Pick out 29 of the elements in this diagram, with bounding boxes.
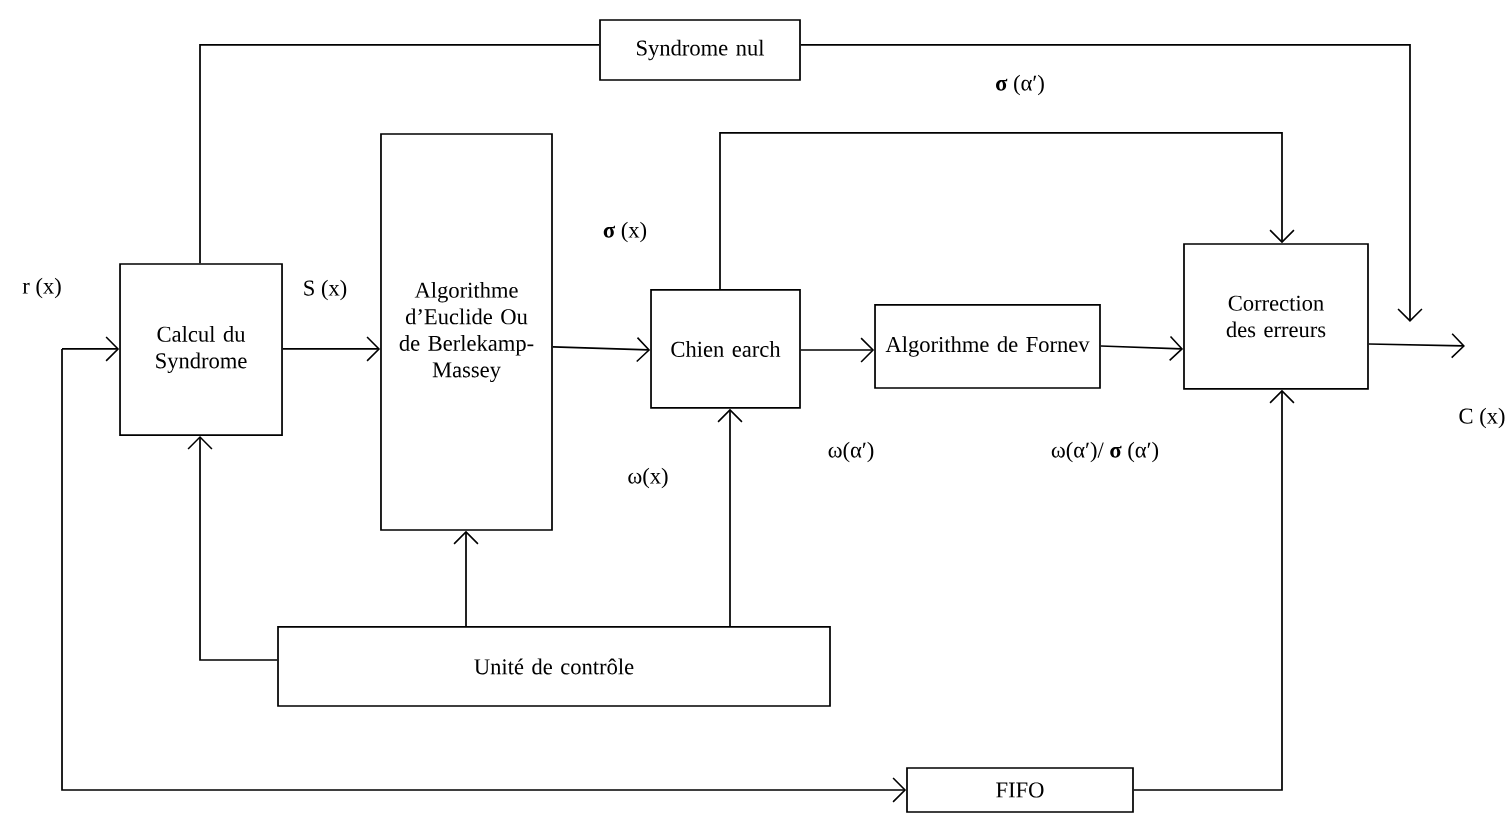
edge-label: σ (α′) [993,73,1047,97]
arrow [61,348,907,803]
process-box: Algorithme de Fornev [874,304,1101,389]
edge-label: C (x) [1457,406,1505,430]
edge-label: ω(x) [626,466,670,490]
edge-label: ω(α′) [826,440,876,464]
edge-label: S (x) [301,278,349,302]
edge-label: ω(α′)/ σ (α′) [1049,440,1161,464]
process-box: Chien earch [650,289,801,409]
arrow [800,44,1423,322]
process-box: Correction des erreurs [1183,243,1369,390]
process-box: Algorithme d’Euclide Ou de Berlekamp-Massey [380,133,553,531]
arrow [282,336,381,362]
arrow [552,336,651,363]
arrow [187,435,278,661]
process-box: Syndrome nul [599,19,801,81]
edge-label: σ (x) [601,220,649,244]
edge-label: r (x) [20,276,64,300]
arrow [61,336,120,362]
arrow [800,337,875,363]
process-box: Unité de contrôle [277,626,831,707]
process-box: FIFO [906,767,1134,813]
arrow [717,408,743,627]
arrow [719,132,1295,290]
arrow [1368,333,1465,359]
arrow [1100,335,1184,362]
arrow [1133,389,1295,791]
process-box: Calcul du Syndrome [119,263,283,436]
arrow [453,530,479,627]
